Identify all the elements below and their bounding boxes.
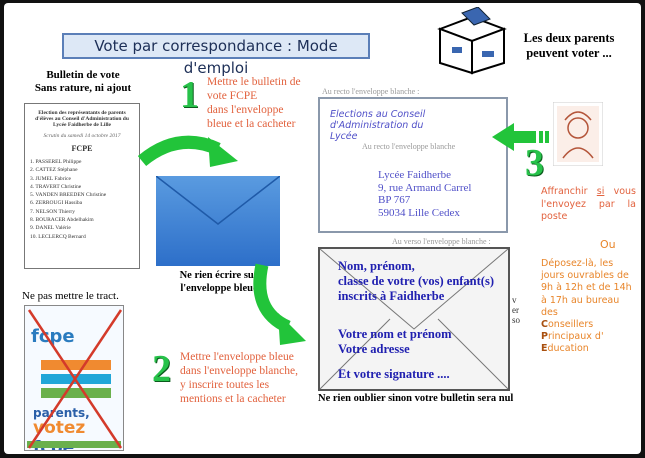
- step-1-text: Mettre le bulletin de vote FCPE dans l'env…: [207, 75, 301, 131]
- deposit-initial: C: [541, 319, 548, 331]
- ballot-box-icon: [437, 7, 507, 75]
- deposit-word: onseillers: [547, 319, 594, 331]
- candidate: 9. DANEL Valérie: [30, 225, 71, 232]
- step-line: Mettre l'enveloppe bleue: [180, 351, 294, 363]
- step-line: mentions et la cacheter: [180, 393, 286, 405]
- recto-label: Au recto l'enveloppe blanche :: [322, 87, 420, 96]
- candidate: 5. VANDEN BREEDEN Christine: [30, 192, 107, 199]
- cross-out-icon: [27, 309, 123, 449]
- verso-line: Nom, prénom,: [338, 259, 415, 273]
- candidate: 1. PASSEREL Philippe: [30, 159, 82, 165]
- bulletin-header-line: Sans rature, ni ajout: [34, 82, 132, 94]
- verso-line: Votre nom et prénom: [338, 327, 452, 341]
- verso-signature: Et votre signature ....: [338, 367, 450, 381]
- verso-child-info: Nom, prénom,classe de votre (vos) enfant…: [338, 259, 494, 304]
- ballot-paper: Election des représentants de parents d'…: [24, 103, 140, 269]
- blue-envelope-note: Ne rien écrire sur l'enveloppe bleue: [162, 269, 276, 295]
- address-line: 59034 Lille Cedex: [378, 206, 460, 219]
- deposit-word: rincipaux d': [547, 331, 604, 343]
- deposit-initial: E: [541, 343, 548, 355]
- tract-label: Ne pas mettre le tract.: [22, 290, 119, 302]
- ballot-heading: Election des représentants de parents d'…: [35, 110, 129, 128]
- verso-warning: Ne rien oublier sinon votre bulletin ser…: [318, 393, 514, 404]
- step-line: bleue et la cacheter: [207, 118, 296, 130]
- note-line: l'enveloppe bleue: [180, 283, 258, 294]
- deposit-text: Déposez-là, les jours ouvrables de 9h à …: [541, 258, 636, 356]
- step-2-text: Mettre l'enveloppe bleue dans l'enveloppe…: [180, 350, 298, 406]
- candidate: 4. TRAVERT Christine: [30, 183, 82, 190]
- recto-heading-line: Lycée: [330, 131, 358, 142]
- tract-image: fcpe parents, votez fcpe: [24, 305, 124, 451]
- candidate: 7. NELSON Thierry: [30, 208, 75, 215]
- recto-heading-line: Elections au Conseil: [330, 109, 426, 120]
- verso-line: inscrits à Faidherbe: [338, 289, 445, 303]
- step-3-part: Affranchir: [541, 186, 597, 197]
- address-line: Lycée Faidherbe: [378, 169, 451, 181]
- verso-label: Au verso l'enveloppe blanche :: [392, 237, 491, 246]
- verso-line: classe de votre (vos) enfant(s): [338, 274, 494, 288]
- step-line: Mettre le bulletin de: [207, 76, 301, 88]
- tract-slogan: parents,: [33, 406, 90, 420]
- envelope-flap-lines: [320, 249, 508, 389]
- blue-envelope-icon: [156, 176, 280, 266]
- parents-line: Les deux parents: [523, 31, 615, 45]
- ballot-list-name: FCPE: [71, 144, 93, 153]
- infographic: Vote par correspondance : Mode d'emploi …: [4, 3, 641, 454]
- page-title: Vote par correspondance : Mode d'emploi: [62, 33, 370, 77]
- candidate: 3. JUMEL Fabrice: [30, 175, 71, 182]
- or-label: Ou: [600, 238, 616, 251]
- step-line: y inscrire toutes les: [180, 379, 270, 391]
- step-1-number: 1: [180, 74, 199, 116]
- candidate: 8. BOURACER Abdelhakim: [30, 217, 94, 224]
- deposit-body: Déposez-là, les jours ouvrables de 9h à …: [541, 258, 632, 318]
- left-arrow-icon: [492, 123, 549, 151]
- verso-line: Votre adresse: [338, 342, 410, 356]
- step-3-number: 3: [525, 142, 544, 184]
- step-3-text: Affranchir si vous l'envoyez par la post…: [541, 186, 636, 224]
- verso-side-label: verso: [512, 295, 521, 325]
- address-line: 9, rue Armand Carrel: [378, 181, 472, 194]
- recto-heading-line: d'Administration du: [330, 120, 424, 131]
- stamp-icon: [553, 102, 603, 166]
- recto-sub-label: Au recto l'enveloppe blanche: [362, 142, 456, 151]
- verso-envelope: Nom, prénom,classe de votre (vos) enfant…: [318, 247, 510, 391]
- deposit-initial: P: [541, 331, 548, 343]
- address-line: BP 767: [378, 194, 411, 206]
- note-line: Ne rien écrire sur: [179, 270, 259, 281]
- candidate: 2. CATTEZ Stéphane: [30, 167, 78, 174]
- step-line: dans l'enveloppe blanche,: [180, 365, 298, 377]
- curved-arrow-icon: [138, 135, 238, 167]
- deposit-word: ducation: [547, 343, 589, 355]
- parents-line: peuvent voter ...: [526, 46, 612, 60]
- candidate: 6. ZERROUGI Hassiba: [30, 200, 83, 207]
- step-3-emphasis: si: [596, 186, 605, 197]
- candidate: 10. LECLERCQ Bernard: [30, 233, 86, 240]
- step-2-number: 2: [152, 348, 171, 390]
- bulletin-header-line: Bulletin de vote: [46, 69, 120, 81]
- step-line: vote FCPE: [207, 90, 258, 102]
- step-3-part: vous l'envoyez par la poste: [541, 186, 636, 222]
- ballot-date: Scrutin du samedi 14 octobre 2017: [43, 133, 121, 139]
- step-line: dans l'enveloppe: [207, 104, 284, 116]
- curved-arrow-down-icon: [253, 263, 306, 345]
